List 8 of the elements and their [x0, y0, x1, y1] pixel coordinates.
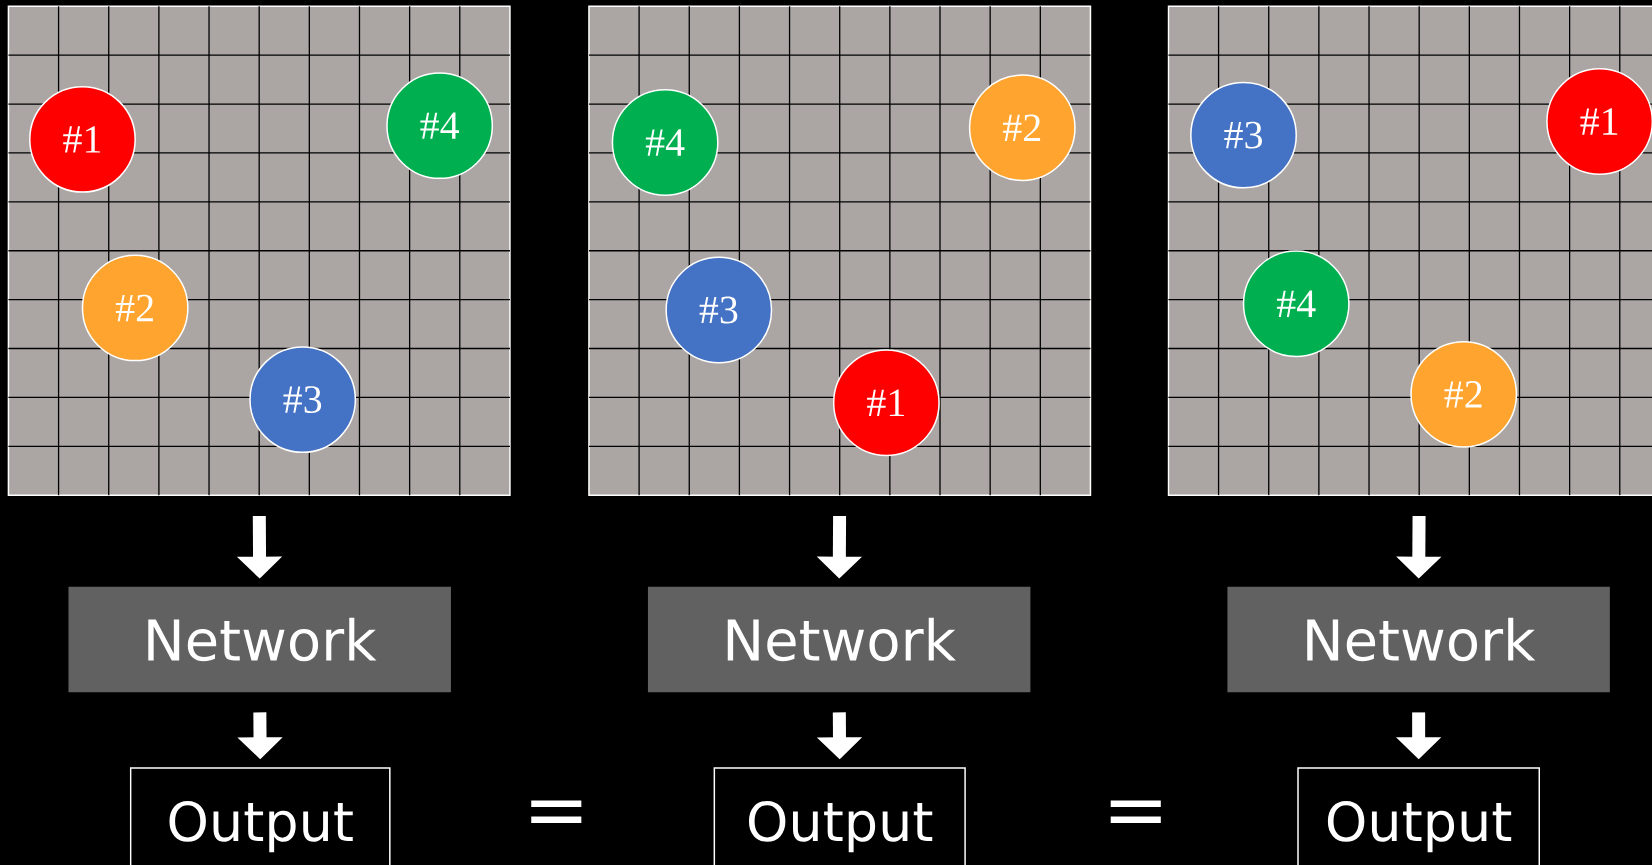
output-box: Output	[1297, 767, 1541, 865]
output-box: Output	[129, 767, 391, 865]
network-box: Network	[68, 586, 451, 693]
network-box: Network	[1227, 586, 1610, 693]
equals-sign: =	[1110, 800, 1161, 824]
network-box: Network	[647, 586, 1031, 693]
output-box: Output	[713, 767, 966, 865]
equals-sign: =	[531, 800, 582, 824]
